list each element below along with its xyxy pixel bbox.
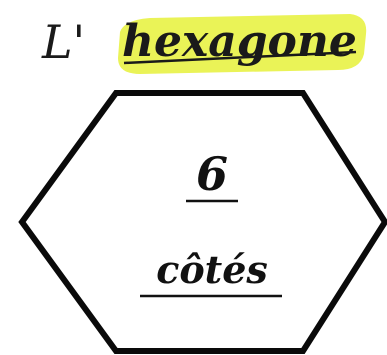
sides-count: 6: [196, 147, 228, 201]
hexagon-shape: [18, 90, 387, 354]
sides-label: côtés: [156, 247, 268, 292]
title-underline: [123, 50, 357, 65]
title-highlight: [118, 14, 367, 74]
title-prefix: L': [41, 15, 85, 69]
title-word: hexagone: [122, 16, 357, 67]
